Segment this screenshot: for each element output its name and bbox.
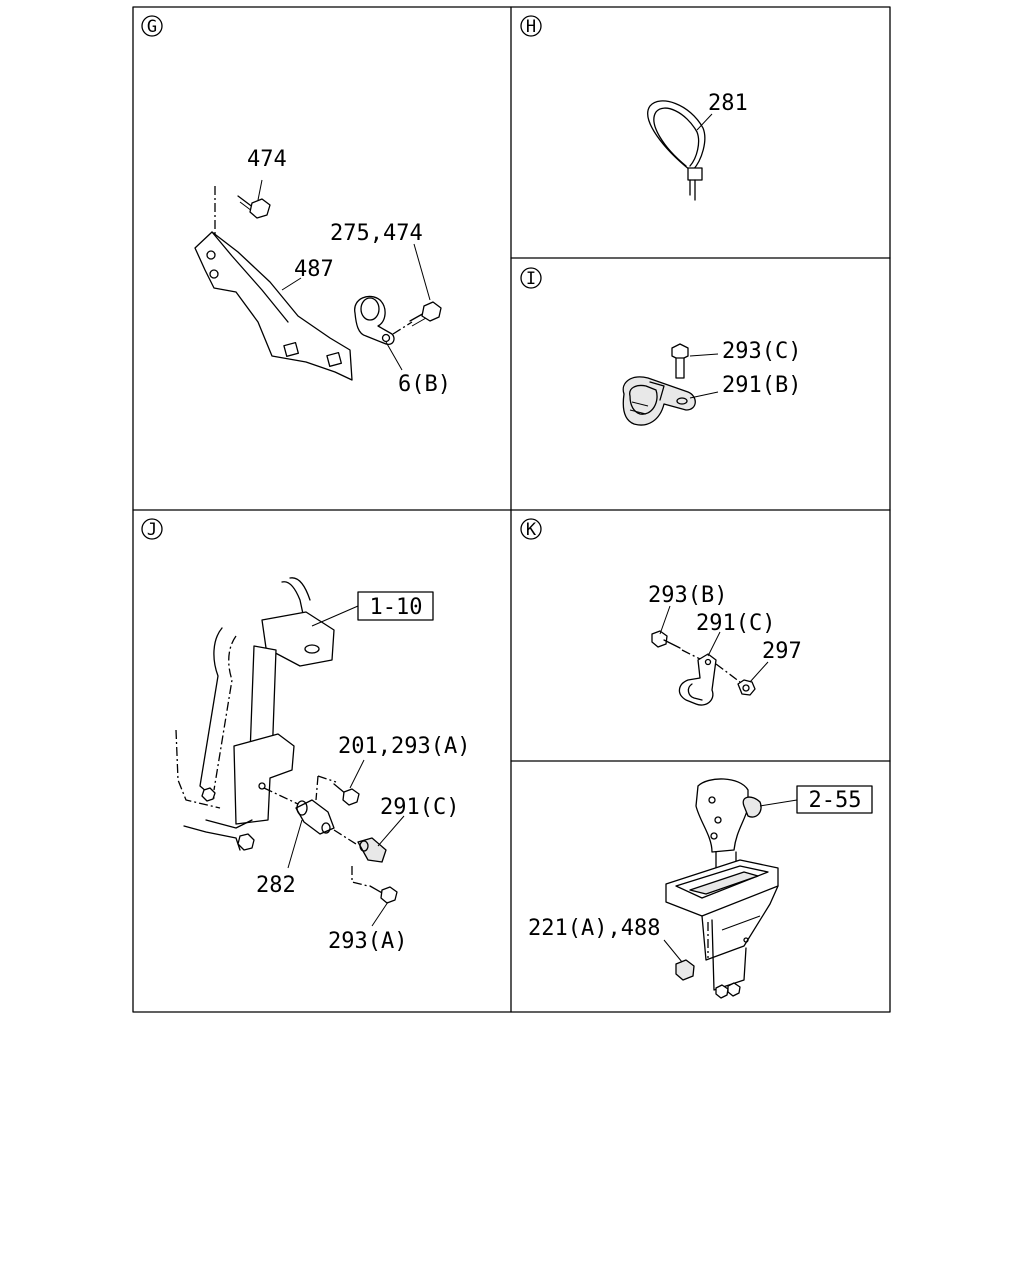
panel-k: K 293(B) 291(C) 297 <box>520 518 802 706</box>
column-bracket-assembly-icon <box>175 577 335 851</box>
svg-text:J: J <box>147 520 157 540</box>
label-297: 297 <box>762 639 802 664</box>
cable-tie-281-icon <box>647 100 706 201</box>
shift-lever-assembly-icon <box>665 778 779 999</box>
svg-text:K: K <box>526 520 537 540</box>
nut-221a-488-icon <box>675 959 695 981</box>
label-487: 487 <box>294 257 334 282</box>
label-291b: 291(B) <box>722 373 801 398</box>
clip-6b-icon <box>354 295 395 345</box>
panel-shift-lever: 2-55 221(A),488 <box>528 778 873 999</box>
guide-line <box>392 321 413 335</box>
section-marker-h: H <box>520 15 542 37</box>
bolt-275-474-icon <box>409 301 442 327</box>
section-marker-k: K <box>520 518 542 540</box>
svg-text:G: G <box>147 17 157 37</box>
ref-box-2-55: 2-55 <box>759 785 873 814</box>
label-474: 474 <box>247 147 287 172</box>
label-275-474: 275,474 <box>330 221 423 246</box>
nut-297-icon <box>737 679 756 696</box>
svg-text:2-55: 2-55 <box>809 788 862 813</box>
label-291c: 291(C) <box>380 795 459 820</box>
label-221a-488: 221(A),488 <box>528 916 660 941</box>
bolt-293a-icon <box>369 885 398 904</box>
svg-text:H: H <box>526 17 536 37</box>
spacer-282-icon <box>295 799 335 835</box>
panel-i: I 293(C) 291(B) <box>520 267 801 426</box>
section-marker-j: J <box>141 518 163 540</box>
bolt-293b-icon <box>651 630 681 649</box>
panel-h: H 281 <box>520 15 748 201</box>
panel-j: J 1-10 <box>141 518 470 954</box>
section-marker-i: I <box>520 267 542 289</box>
bolt-474-icon <box>237 195 271 219</box>
label-281: 281 <box>708 91 748 116</box>
label-282: 282 <box>256 873 296 898</box>
label-293c: 293(C) <box>722 339 801 364</box>
frame-grid <box>132 6 891 1013</box>
clamp-291b-icon <box>622 376 696 426</box>
bolt-201-293a-icon <box>333 783 360 806</box>
bolt-293c-icon <box>671 343 689 379</box>
panel-g: G <box>141 15 451 397</box>
section-marker-g: G <box>141 15 163 37</box>
label-291c-k: 291(C) <box>696 611 775 636</box>
label-293b: 293(B) <box>648 583 727 608</box>
clamp-291c-icon <box>357 837 387 863</box>
label-201-293a: 201,293(A) <box>338 734 470 759</box>
bracket-487-icon <box>194 231 353 381</box>
svg-text:I: I <box>526 269 536 289</box>
label-293a: 293(A) <box>328 929 407 954</box>
svg-text:1-10: 1-10 <box>370 595 423 620</box>
label-6b: 6(B) <box>398 372 451 397</box>
ref-box-1-10: 1-10 <box>311 591 434 627</box>
clamp-291c-k-icon <box>678 653 717 706</box>
